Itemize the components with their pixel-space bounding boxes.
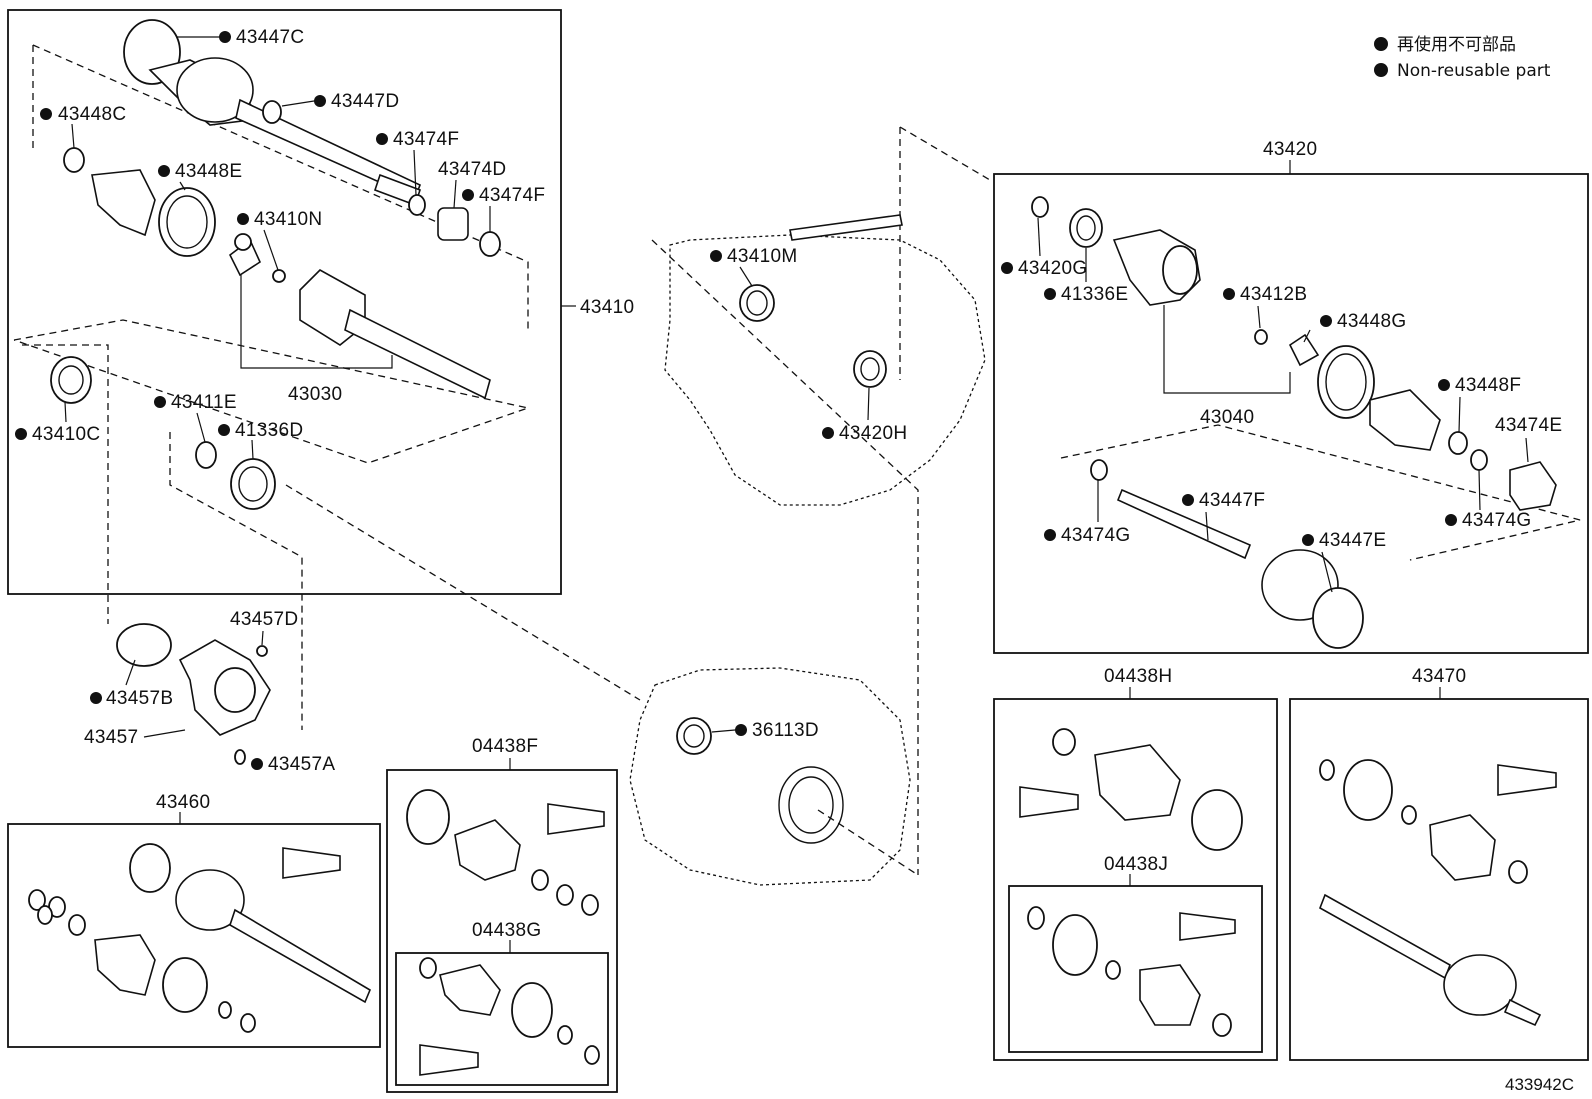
label-04438J[interactable]: 04438J (1104, 854, 1168, 875)
group-box-43460 (7, 823, 381, 1048)
group-box-43410 (7, 9, 562, 595)
legend-jp: 再使用不可部品 (1397, 34, 1516, 55)
group-box-04438G (395, 952, 609, 1086)
label-04438F[interactable]: 04438F (472, 736, 538, 757)
label-43420H[interactable]: 43420H (839, 423, 907, 444)
label-43447E[interactable]: 43447E (1319, 530, 1386, 551)
label-43457A[interactable]: 43457A (268, 754, 335, 775)
label-43474E[interactable]: 43474E (1495, 415, 1562, 436)
label-43447D[interactable]: 43447D (331, 91, 399, 112)
label-04438G[interactable]: 04438G (472, 920, 541, 941)
group-box-04438H (993, 698, 1278, 1061)
non-reusable-dot-icon (1374, 37, 1388, 51)
legend-en: Non-reusable part (1397, 61, 1551, 81)
label-43040[interactable]: 43040 (1200, 407, 1254, 428)
label-43457D[interactable]: 43457D (230, 609, 298, 630)
group-box-43470 (1289, 698, 1589, 1061)
group-box-04438F (386, 769, 618, 1093)
label-43420G[interactable]: 43420G (1018, 258, 1087, 279)
non-reusable-dot-icon (1374, 63, 1388, 77)
inner-boot (63, 147, 501, 257)
label-43411E[interactable]: 43411E (171, 392, 237, 413)
label-43410[interactable]: 43410 (580, 297, 634, 318)
label-43447C[interactable]: 43447C (236, 27, 304, 48)
label-43470[interactable]: 43470 (1412, 666, 1466, 687)
label-43457[interactable]: 43457 (84, 727, 138, 748)
transaxle-upper: 43410M 43420H (651, 126, 991, 875)
label-36113D[interactable]: 36113D (752, 720, 819, 741)
label-43410M[interactable]: 43410M (727, 246, 797, 267)
label-43474F-a[interactable]: 43474F (393, 129, 459, 150)
assembly-43410: 43410 (7, 9, 634, 595)
assembly-43470: 43470 (1289, 666, 1589, 1061)
label-43448C[interactable]: 43448C (58, 104, 126, 125)
label-41336E[interactable]: 41336E (1061, 284, 1128, 305)
assembly-43460: 43460 (7, 792, 381, 1048)
label-43448G[interactable]: 43448G (1337, 311, 1406, 332)
label-43457B[interactable]: 43457B (106, 688, 173, 709)
label-43474G-b[interactable]: 43474G (1462, 510, 1531, 531)
label-41336D[interactable]: 41336D (235, 420, 303, 441)
outer-cv-shaft (123, 19, 422, 207)
label-43412B[interactable]: 43412B (1240, 284, 1307, 305)
assembly-04438H: 04438H 04438J (993, 666, 1278, 1061)
label-43474F-b[interactable]: 43474F (479, 185, 545, 206)
legend: 再使用不可部品 Non-reusable part (1374, 34, 1551, 81)
group-box-04438J (1008, 885, 1263, 1053)
label-43460[interactable]: 43460 (156, 792, 210, 813)
label-43420[interactable]: 43420 (1263, 139, 1317, 160)
label-43447F[interactable]: 43447F (1199, 490, 1265, 511)
label-43030[interactable]: 43030 (288, 384, 342, 405)
assembly-04438F: 04438F 04438G (386, 736, 618, 1093)
drawing-number: 433942C (1505, 1075, 1574, 1094)
label-43448F[interactable]: 43448F (1455, 375, 1521, 396)
assembly-43457: 43457D 43457B 43457 43457A (22, 344, 335, 775)
transaxle-lower: 36113D (285, 484, 919, 886)
label-43410C[interactable]: 43410C (32, 424, 100, 445)
assembly-43420: 43420 43040 43420G 41336E 43412B 43448G (993, 139, 1589, 654)
label-43474G-a[interactable]: 43474G (1061, 525, 1130, 546)
label-43448E[interactable]: 43448E (175, 161, 242, 182)
label-43410N[interactable]: 43410N (254, 209, 322, 230)
group-box-43420 (993, 173, 1589, 654)
label-04438H[interactable]: 04438H (1104, 666, 1172, 687)
tripod-inner-joint: 43030 (228, 233, 491, 405)
label-43474D[interactable]: 43474D (438, 159, 506, 180)
